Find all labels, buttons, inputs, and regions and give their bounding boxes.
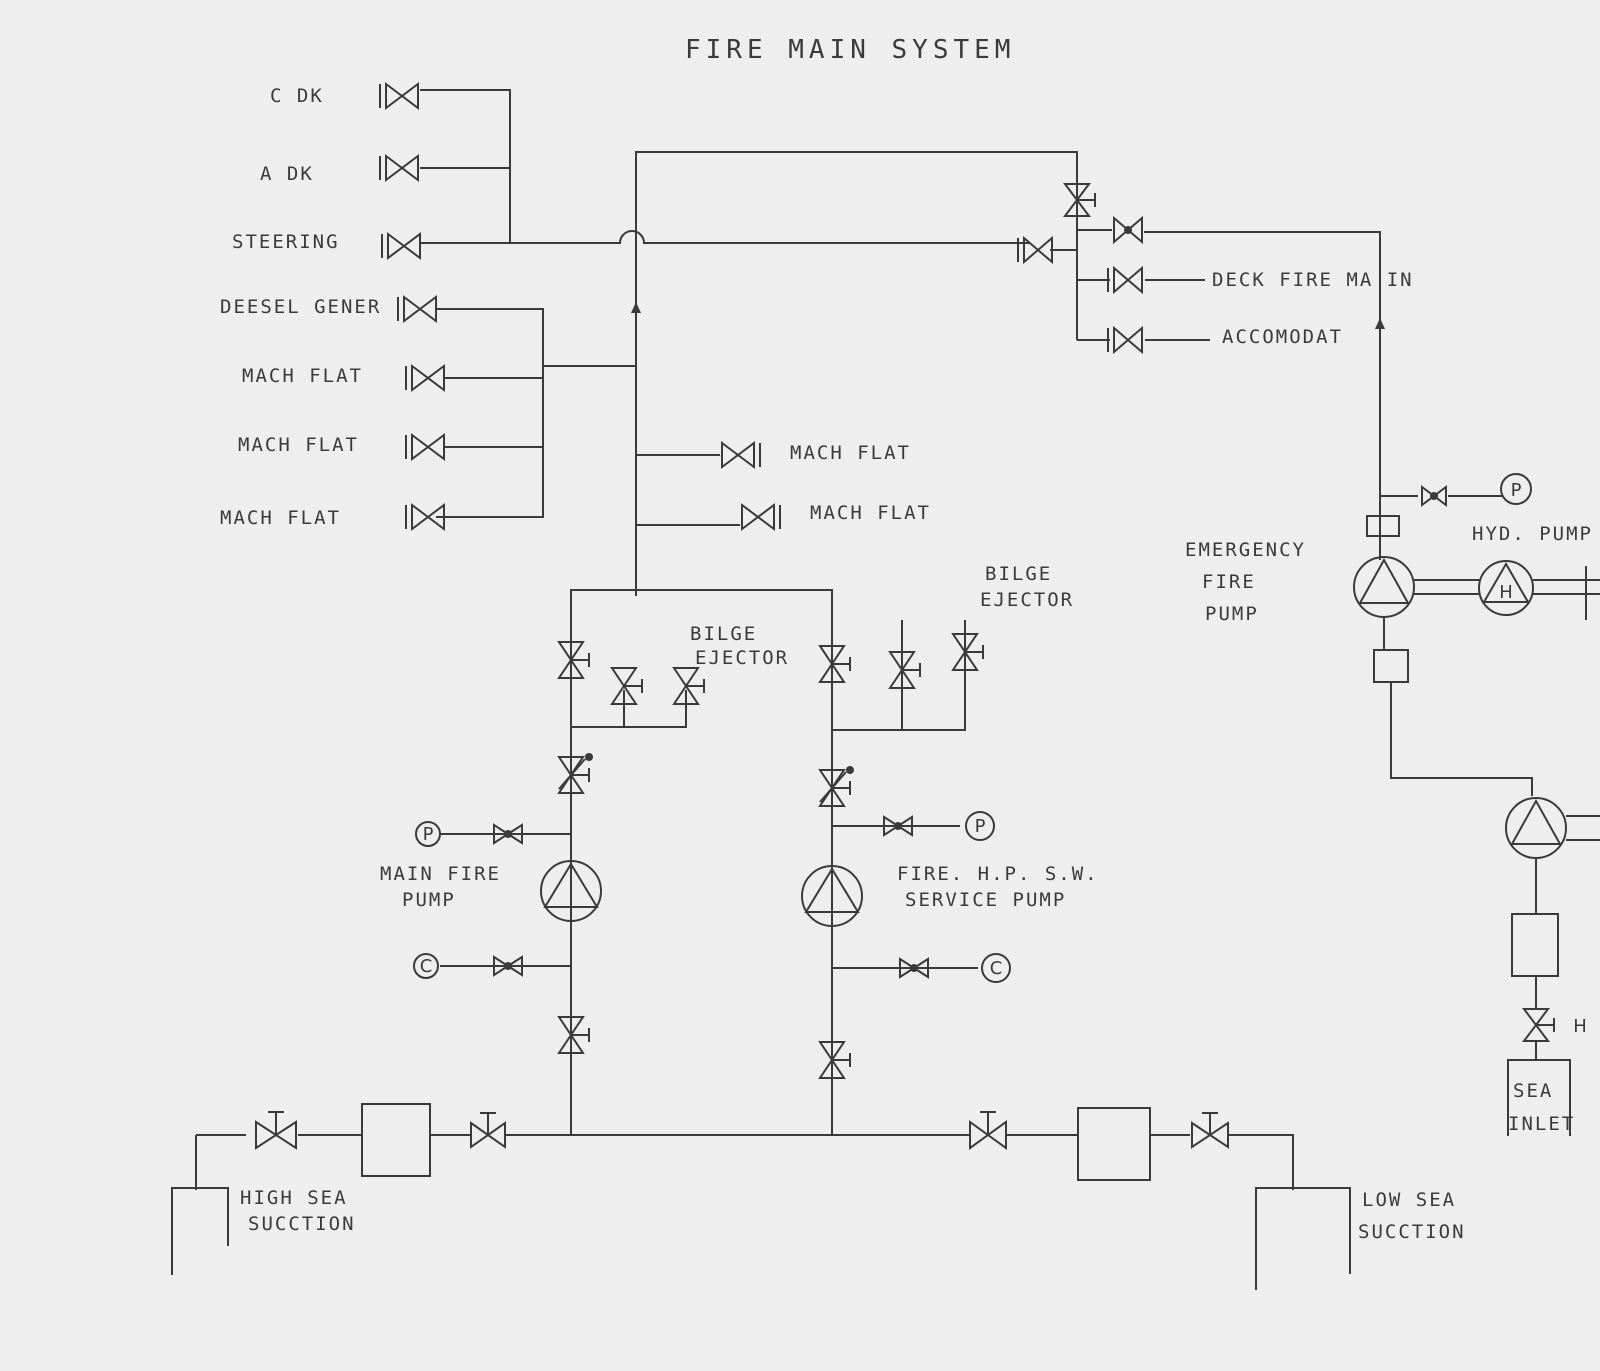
strainer-high-sea: [361, 1103, 431, 1177]
hyd-pump-label: HYD. PUMP: [1472, 523, 1593, 545]
sea-inlet-label-2: INLET: [1508, 1113, 1575, 1135]
accommodation-valve[interactable]: [1107, 325, 1143, 355]
service-pump-suction-valve[interactable]: [818, 1041, 851, 1079]
machinery-branch-group: DEESEL GENER MACH FLAT MACH FLAT MACH FL…: [220, 296, 636, 529]
main-fire-pump: MAIN FIRE PUMP: [380, 833, 602, 967]
pressure-gauge-main: P: [415, 821, 441, 847]
low-sea-valve[interactable]: [1191, 1112, 1229, 1149]
diagram-title: FIRE MAIN SYSTEM: [685, 35, 1015, 65]
accommodation-label: ACCOMODAT: [1222, 326, 1343, 348]
svg-text:H: H: [1499, 582, 1513, 603]
emergency-pump-label-2: FIRE: [1202, 571, 1256, 593]
deck-fire-main-valve[interactable]: [1107, 265, 1143, 295]
lower-suction-chest: [1511, 913, 1559, 977]
flow-arrow: [1375, 318, 1385, 329]
main-riser: MACH FLAT MACH FLAT: [631, 151, 1078, 596]
bilge-ejector-label-1a: BILGE: [690, 623, 757, 645]
bilge-ejector-label-2b: EJECTOR: [980, 589, 1074, 611]
adk-valve[interactable]: [379, 154, 419, 182]
high-sea-suction-label-2: SUCCTION: [248, 1213, 356, 1235]
svg-text:P: P: [975, 816, 986, 837]
emergency-pump-label-3: PUMP: [1205, 603, 1259, 625]
flexible-coupling: [1366, 515, 1400, 537]
bilge-ejector-valve-4[interactable]: [951, 633, 984, 671]
cdk-valve[interactable]: [379, 82, 419, 110]
mach-flat-valve-4[interactable]: [721, 441, 761, 469]
pressure-gauge-emergency: P: [1500, 473, 1532, 505]
isolating-valve[interactable]: [1063, 183, 1096, 217]
diesel-generator-valve[interactable]: [397, 295, 437, 323]
compound-gauge-main: C: [413, 953, 439, 979]
hydraulic-motor: [1478, 560, 1534, 616]
compound-gauge-service: C: [981, 953, 1011, 983]
suction-main: HIGH SEA SUCCTION LOW SEA SUCCTION: [171, 1134, 1466, 1290]
svg-text:C: C: [420, 956, 433, 977]
lower-pump: [1505, 797, 1567, 859]
diesel-generator-label: DEESEL GENER: [220, 296, 381, 318]
deck-distribution: DECK FIRE MA IN ACCOMODAT: [1050, 229, 1414, 560]
fire-service-pump: FIRE. H.P. S.W. SERVICE PUMP: [801, 825, 1099, 969]
steering-line-valve[interactable]: [1017, 235, 1053, 265]
hydrant-valve[interactable]: [1113, 215, 1143, 245]
service-pressure-gauge-valve[interactable]: [883, 815, 913, 837]
service-pump-nonreturn-valve[interactable]: [818, 766, 854, 807]
main-pump-discharge-valve[interactable]: [557, 641, 590, 679]
strainer-low-sea: [1077, 1107, 1151, 1181]
main-fire-pump-label-2: PUMP: [402, 889, 456, 911]
mach-flat-valve-2[interactable]: [405, 433, 445, 461]
low-sea-strainer-inlet-valve[interactable]: [969, 1111, 1007, 1150]
mach-flat-valve-1[interactable]: [405, 364, 445, 392]
steering-label: STEERING: [232, 231, 340, 253]
bilge-ejector-label-2a: BILGE: [985, 563, 1052, 585]
bilge-ejector-valve-1[interactable]: [610, 667, 643, 705]
svg-text:P: P: [1511, 480, 1522, 501]
valve-layer: [255, 82, 1555, 1150]
mach-flat-label-1: MACH FLAT: [242, 365, 363, 387]
pump-discharge-header: BILGE EJECTOR BILGE EJECTOR: [570, 563, 1074, 1135]
sea-inlet-valve[interactable]: [1522, 1008, 1555, 1042]
svg-text:C: C: [990, 958, 1003, 979]
main-pressure-gauge-valve[interactable]: [493, 823, 523, 845]
deck-fire-main-label: DECK FIRE MA IN: [1212, 269, 1414, 291]
pressure-gauge-service: P: [965, 811, 995, 841]
svg-text:P: P: [423, 824, 434, 845]
service-pump-label-1: FIRE. H.P. S.W.: [897, 863, 1099, 885]
bilge-ejector-label-1b: EJECTOR: [695, 647, 789, 669]
main-pump-suction-valve[interactable]: [557, 1016, 590, 1054]
emergency-gauge-valve[interactable]: [1421, 485, 1447, 507]
deck-branch-group: C DK A DK STEERING: [232, 85, 1030, 253]
service-pump-label-2: SERVICE PUMP: [905, 889, 1066, 911]
emergency-fire-pump-group: H EMERGENCY FIRE PUMP HYD. PUMP SEA INLE…: [1185, 495, 1600, 1136]
mach-flat-label-3: MACH FLAT: [220, 507, 341, 529]
low-sea-suction-label-2: SUCCTION: [1358, 1221, 1466, 1243]
main-fire-pump-label-1: MAIN FIRE: [380, 863, 501, 885]
adk-label: A DK: [260, 163, 314, 185]
bilge-ejector-valve-2[interactable]: [672, 667, 705, 705]
low-sea-suction-label-1: LOW SEA: [1362, 1189, 1456, 1211]
bilge-ejector-valve-3[interactable]: [888, 651, 921, 689]
mach-flat-label-4: MACH FLAT: [790, 442, 911, 464]
main-pump-nonreturn-valve[interactable]: [557, 753, 593, 794]
hand-actuator-label: H: [1573, 1016, 1587, 1037]
sea-inlet-label-1: SEA: [1513, 1080, 1553, 1102]
service-pump-discharge-valve[interactable]: [818, 645, 851, 683]
pump-housing-block: [1373, 649, 1409, 683]
steering-valve[interactable]: [381, 232, 421, 260]
mach-flat-label-2: MACH FLAT: [238, 434, 359, 456]
high-sea-strainer-outlet-valve[interactable]: [470, 1112, 506, 1149]
service-compound-gauge-valve[interactable]: [899, 957, 929, 979]
mach-flat-valve-3[interactable]: [405, 503, 445, 531]
main-compound-gauge-valve[interactable]: [493, 955, 523, 977]
mach-flat-label-5: MACH FLAT: [810, 502, 931, 524]
cdk-label: C DK: [270, 85, 324, 107]
emergency-pump-label-1: EMERGENCY: [1185, 539, 1306, 561]
high-sea-valve[interactable]: [255, 1111, 297, 1150]
emergency-fire-pump: [1353, 556, 1415, 618]
mach-flat-valve-5[interactable]: [741, 503, 781, 531]
flow-arrow: [631, 302, 641, 313]
high-sea-suction-label-1: HIGH SEA: [240, 1187, 348, 1209]
